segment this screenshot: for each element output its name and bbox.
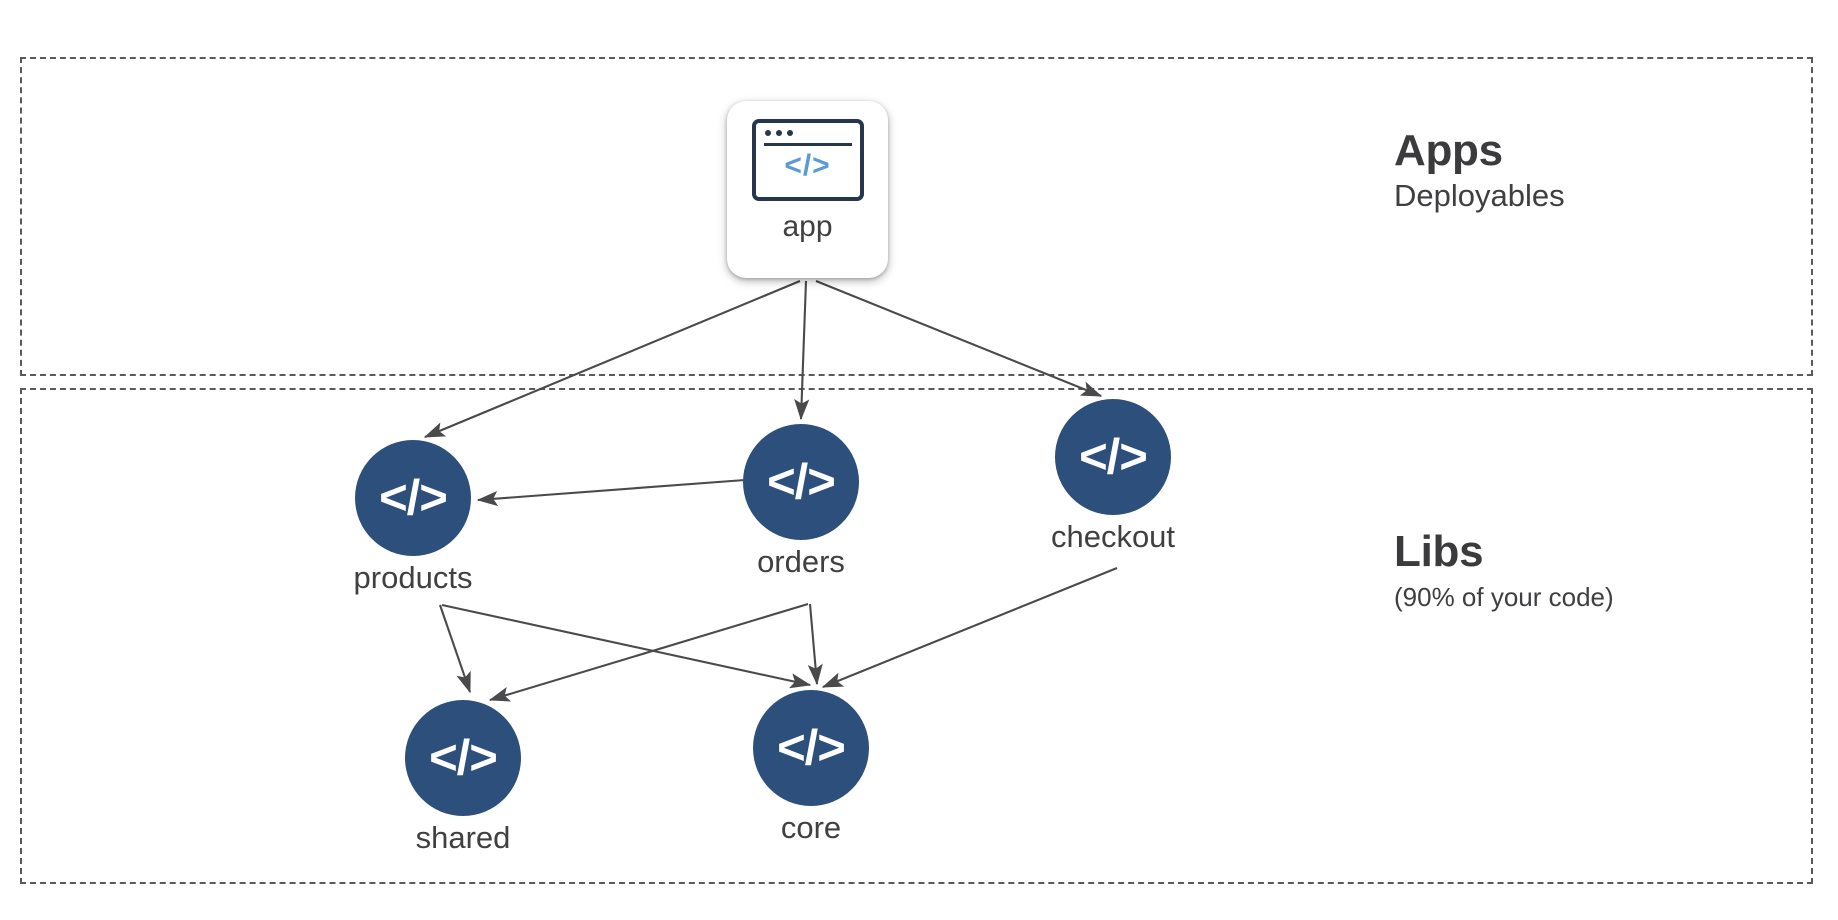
window-titlebar-divider [763,143,852,146]
node-shared[interactable]: </> shared [405,700,521,855]
browser-code-icon: </> [751,119,864,201]
node-checkout-label: checkout [1050,519,1176,554]
node-core[interactable]: </> core [753,690,869,845]
node-shared-label: shared [415,820,511,855]
code-glyph: </> [784,149,831,182]
region-apps-subtitle: Deployables [1394,178,1565,214]
node-orders[interactable]: </> orders [743,424,859,579]
node-app[interactable]: </> app [727,101,888,278]
region-libs [20,388,1813,884]
region-apps-title: Apps [1394,126,1503,175]
node-orders-label: orders [757,544,845,579]
node-app-label: app [782,210,833,243]
region-label-apps: Apps Deployables [1394,126,1565,214]
region-libs-title: Libs [1394,527,1484,576]
region-libs-subtitle: (90% of your code) [1394,582,1614,613]
code-icon: </> [743,424,859,540]
code-icon: </> [753,690,869,806]
window-dots-icon [764,130,793,136]
node-checkout[interactable]: </> checkout [1051,399,1175,554]
node-products-label: products [353,560,473,595]
code-icon: </> [405,700,521,816]
node-products[interactable]: </> products [354,440,472,595]
region-apps [20,57,1813,376]
region-label-libs: Libs (90% of your code) [1394,527,1614,612]
code-icon: </> [355,440,471,556]
code-icon: </> [1055,399,1171,515]
node-core-label: core [780,810,842,845]
